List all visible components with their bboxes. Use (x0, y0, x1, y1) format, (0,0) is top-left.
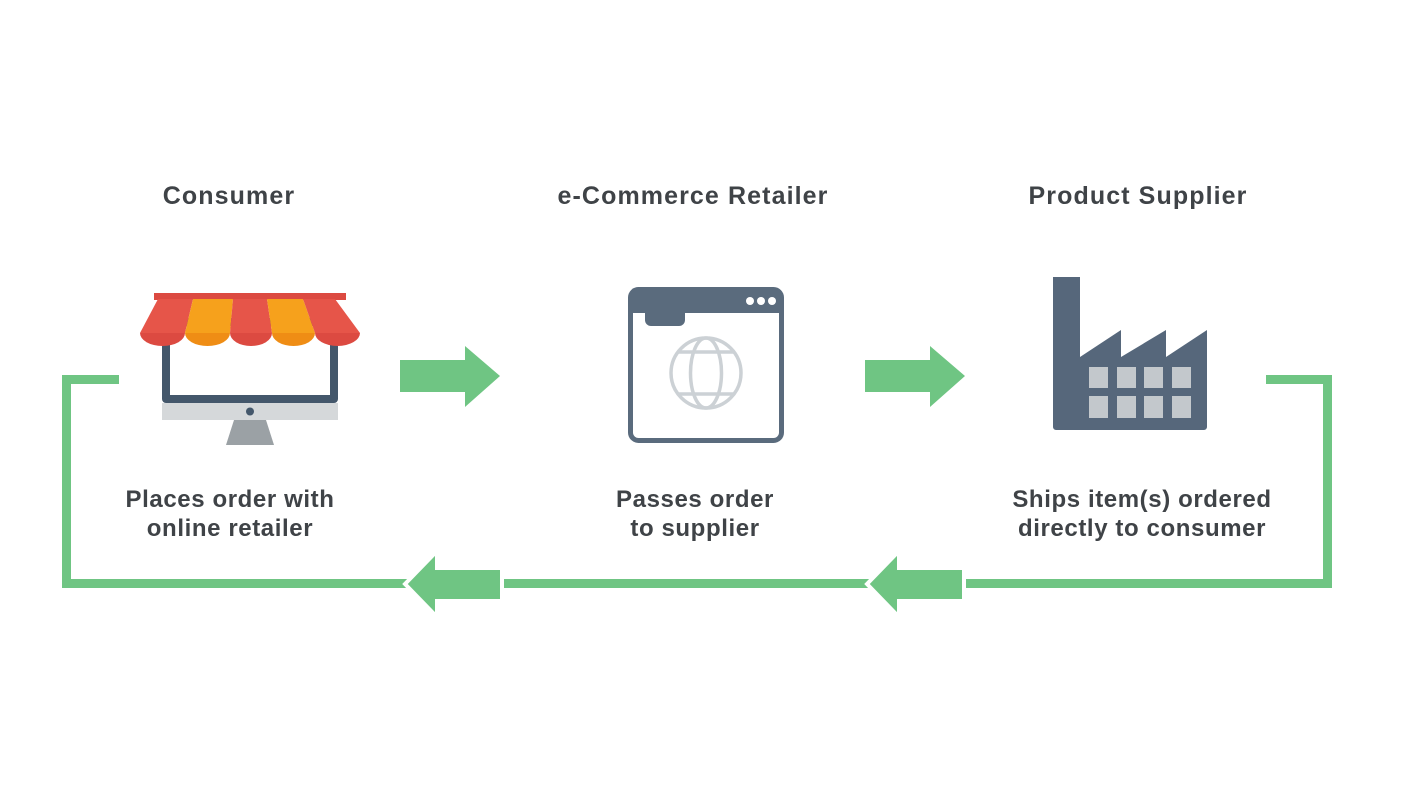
caption-line: Ships item(s) ordered (1012, 486, 1272, 513)
caption-line: online retailer (146, 515, 314, 542)
forward-arrow-icon (400, 346, 500, 407)
caption-line: Passes order (616, 486, 774, 513)
node-caption-supplier: Ships item(s) ordered directly to consum… (942, 485, 1342, 543)
return-arrow-icon (864, 546, 966, 622)
factory-icon (1053, 277, 1207, 430)
globe-icon (669, 336, 743, 410)
node-title-consumer: Consumer (162, 182, 296, 210)
return-path-loop (62, 375, 1332, 588)
caption-line: directly to consumer (1017, 515, 1267, 542)
node-caption-consumer: Places order with online retailer (30, 485, 430, 543)
forward-arrow-icon (865, 346, 965, 407)
caption-line: to supplier (630, 515, 760, 542)
node-title-supplier: Product Supplier (1028, 182, 1248, 210)
caption-line: Places order with (125, 486, 335, 513)
node-title-retailer: e-Commerce Retailer (557, 182, 829, 210)
node-caption-retailer: Passes order to supplier (495, 485, 895, 543)
return-arrow-icon (402, 546, 504, 622)
browser-globe-icon (628, 287, 784, 443)
storefront-monitor-icon (140, 293, 360, 445)
